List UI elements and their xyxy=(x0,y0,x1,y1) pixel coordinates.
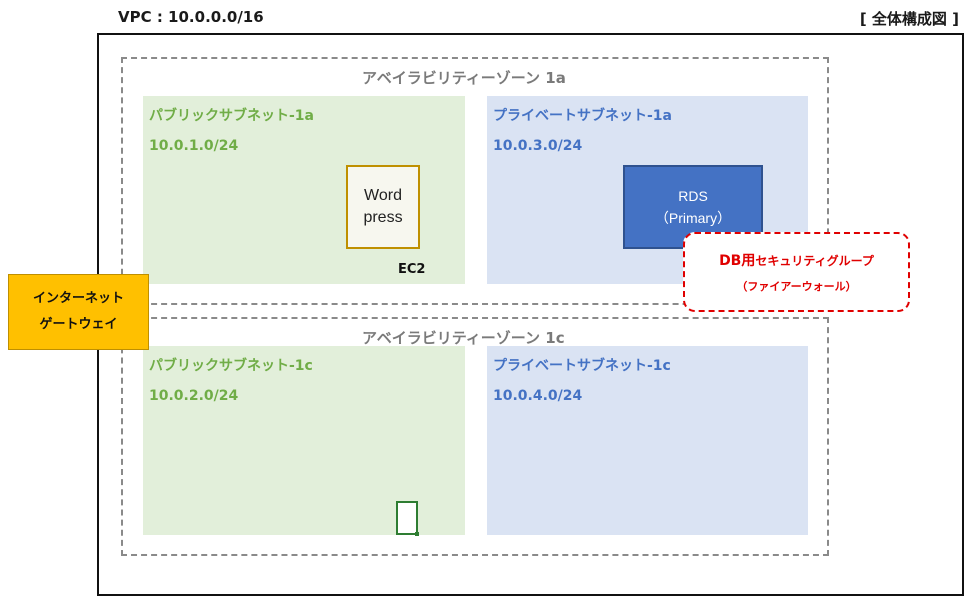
public-subnet-1a-cidr: 10.0.1.0/24 xyxy=(149,138,239,154)
ec2-label: EC2 xyxy=(398,262,426,277)
public-subnet-1c-name: パブリックサブネット-1c xyxy=(149,358,313,374)
availability-zone-1a xyxy=(121,57,829,305)
wordpress-ec2-instance[interactable]: Word press xyxy=(346,165,420,249)
igw-line1: インターネット xyxy=(32,291,124,306)
security-group-prefix: DB用 xyxy=(719,253,756,269)
db-security-group[interactable]: DB用セキュリティグループ （ファイアーウォール） xyxy=(683,232,910,312)
private-subnet-1c-cidr: 10.0.4.0/24 xyxy=(493,388,583,404)
rds-line1: RDS xyxy=(678,188,708,204)
public-subnet-1c-cidr: 10.0.2.0/24 xyxy=(149,388,239,404)
security-group-suffix: セキュリティグループ xyxy=(755,254,874,268)
vpc-title: VPC : 10.0.0.0/16 xyxy=(118,8,264,26)
private-subnet-1a-cidr: 10.0.3.0/24 xyxy=(493,138,583,154)
rds-line2: （Primary） xyxy=(654,210,732,226)
az-1a-title: アベイラビリティーゾーン 1a xyxy=(362,69,566,87)
ec2-line2: press xyxy=(363,209,403,226)
availability-zone-1c xyxy=(121,317,829,556)
igw-line2: ゲートウェイ xyxy=(39,317,118,332)
az-1c-title: アベイラビリティーゾーン 1c xyxy=(362,329,565,347)
ec2-line1: Word xyxy=(364,187,402,204)
private-subnet-1c: プライベートサブネット-1c 10.0.4.0/24 xyxy=(487,346,808,535)
diagram-label: [ 全体構成図 ] xyxy=(859,10,959,28)
private-subnet-1a-name: プライベートサブネット-1a xyxy=(493,108,672,124)
internet-gateway[interactable]: インターネット ゲートウェイ xyxy=(8,274,149,350)
security-group-title: DB用セキュリティグループ xyxy=(719,250,874,270)
private-subnet-1c-name: プライベートサブネット-1c xyxy=(493,358,671,374)
public-subnet-1a-name: パブリックサブネット-1a xyxy=(149,108,314,124)
resize-handle-icon[interactable] xyxy=(396,501,419,536)
security-group-subtitle: （ファイアーウォール） xyxy=(736,280,857,293)
